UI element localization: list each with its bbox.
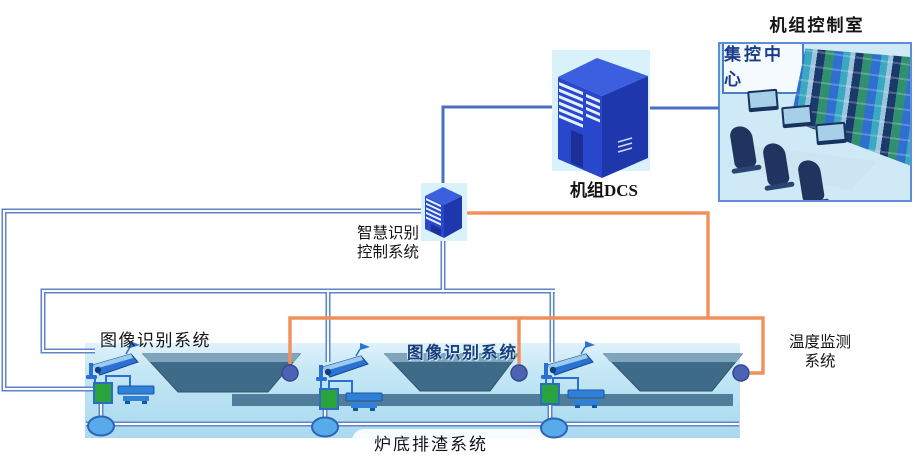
control-cabinets — [93, 382, 560, 410]
temperature-sensor-dot-icon — [732, 364, 750, 382]
hopper-3-rim — [604, 354, 742, 362]
smart-system-label-line2: 控制系统 — [356, 244, 419, 261]
temperature-label-line1: 温度监测 — [788, 334, 851, 351]
slag-cart-icon — [567, 389, 605, 408]
control-room-sign: 集控中心 — [722, 44, 804, 94]
green-cabinet — [93, 382, 113, 404]
dcs-label: 机组DCS — [569, 181, 638, 200]
conveyor-wheel-icon — [540, 417, 568, 439]
smart-control-server-icon — [421, 183, 467, 241]
slag-cart-icon — [345, 392, 383, 411]
smart-system-label-line1: 智慧识别 — [356, 225, 419, 242]
temperature-sensor-dot-icon — [281, 364, 299, 382]
conveyor-wheels — [87, 415, 568, 439]
temperature-lines — [288, 211, 765, 375]
image-recognition-label-center: 图像识别系统 — [407, 343, 518, 362]
hopper-1-rim — [143, 354, 300, 362]
temperature-label-line2: 系统 — [804, 353, 836, 370]
control-room-photo: 集控中心 — [718, 42, 912, 202]
image-recognition-label-left: 图像识别系统 — [100, 331, 211, 350]
control-room-title: 机组控制室 — [769, 16, 865, 35]
scraper-bar — [232, 394, 733, 406]
cctv-camera-icon — [316, 343, 370, 381]
green-cabinet — [540, 383, 560, 405]
temperature-monitoring-label: 温度监测 系统 — [770, 333, 870, 371]
slag-cart-icon — [117, 385, 155, 404]
control-room-sign-text: 集控中心 — [724, 45, 784, 89]
conveyor-wheel-icon — [87, 415, 115, 437]
backbone-lines — [441, 105, 719, 190]
green-cabinet — [319, 388, 339, 410]
conveyor-wheel-icon — [311, 416, 339, 438]
smart-to-dcs-line — [441, 105, 560, 190]
cctv-camera-icon — [541, 341, 595, 379]
temp-line-trunk — [461, 211, 765, 375]
image-network-lines — [1, 208, 739, 427]
temp-line-left — [288, 316, 708, 364]
cctv-camera-icon — [86, 341, 140, 379]
slag-label-backdrop — [352, 429, 552, 455]
field-equipment — [86, 341, 605, 439]
temperature-sensor-dot-icon — [510, 364, 528, 382]
slag-system-label: 炉底排渣系统 — [374, 435, 488, 454]
smart-system-label: 智慧识别 控制系统 — [346, 224, 430, 262]
hopper-2-rim — [385, 354, 518, 362]
dcs-server-tower-icon — [552, 50, 650, 178]
sensor-dots — [281, 364, 750, 382]
